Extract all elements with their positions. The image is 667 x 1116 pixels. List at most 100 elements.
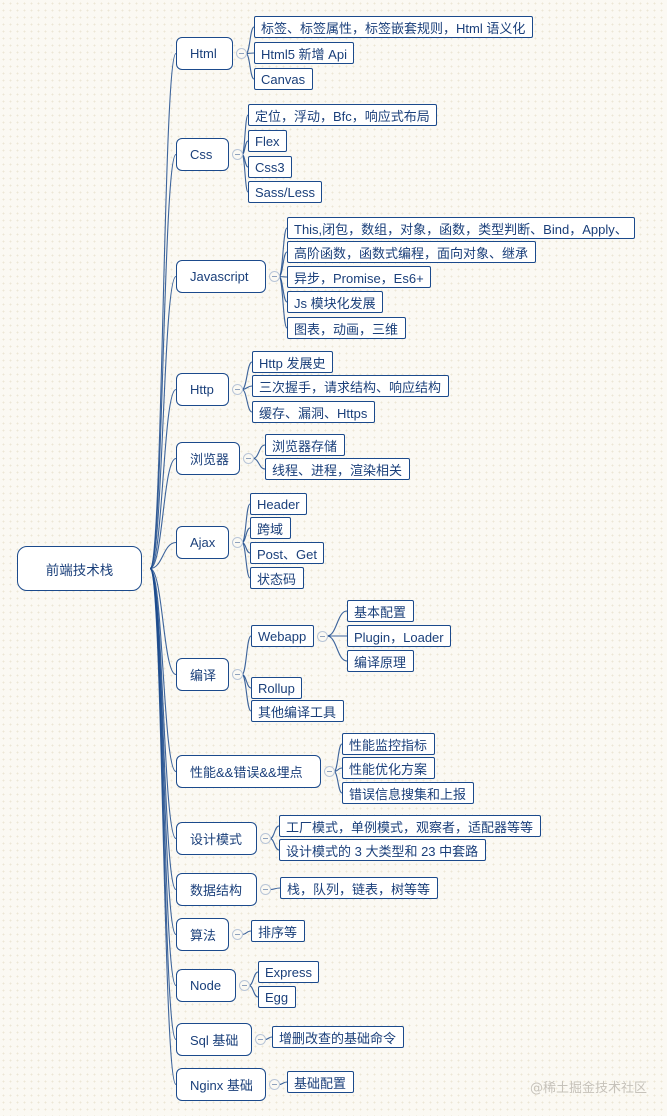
- branch-node[interactable]: Ajax: [176, 526, 229, 559]
- branch-node-label: Nginx 基础: [190, 1078, 253, 1093]
- leaf-node-label: Egg: [265, 989, 289, 1005]
- leaf-node[interactable]: Webapp: [251, 625, 314, 647]
- branch-node-label: 性能&&错误&&埋点: [190, 765, 303, 780]
- leaf-node[interactable]: Html5 新增 Api: [254, 42, 354, 64]
- leaf-node[interactable]: Plugin，Loader: [347, 625, 451, 647]
- collapse-toggle[interactable]: [231, 149, 243, 160]
- leaf-node[interactable]: 增删改查的基础命令: [272, 1026, 404, 1048]
- leaf-node-label: 状态码: [257, 571, 297, 587]
- branch-node[interactable]: Sql 基础: [176, 1023, 252, 1056]
- connector-line: [269, 887, 281, 891]
- branch-node-label: 数据结构: [190, 883, 243, 898]
- collapse-toggle[interactable]: [259, 833, 271, 844]
- leaf-node[interactable]: 三次握手，请求结构、响应结构: [252, 375, 449, 397]
- leaf-node[interactable]: Flex: [248, 130, 287, 152]
- leaf-node[interactable]: 状态码: [250, 567, 304, 589]
- leaf-node-label: Rollup: [258, 680, 295, 696]
- leaf-node[interactable]: Egg: [258, 986, 296, 1008]
- leaf-node[interactable]: 栈，队列，链表，树等等: [280, 877, 438, 899]
- connector-line: [149, 457, 177, 570]
- watermark: @稀土掘金技术社区: [529, 1081, 647, 1096]
- leaf-node[interactable]: 基础配置: [287, 1071, 354, 1093]
- leaf-node[interactable]: This,闭包，数组，对象，函数，类型判断、Bind，Apply、: [287, 217, 635, 239]
- leaf-node[interactable]: Post、Get: [250, 542, 324, 564]
- leaf-node[interactable]: 基本配置: [347, 600, 414, 622]
- collapse-toggle[interactable]: [268, 271, 280, 282]
- leaf-node[interactable]: Http 发展史: [252, 351, 333, 373]
- branch-node[interactable]: 算法: [176, 918, 229, 951]
- leaf-node[interactable]: 定位，浮动，Bfc，响应式布局: [248, 104, 437, 126]
- leaf-node-label: 浏览器存储: [272, 438, 338, 454]
- leaf-node[interactable]: 跨域: [250, 517, 291, 539]
- branch-node[interactable]: 数据结构: [176, 873, 257, 906]
- collapse-toggle[interactable]: [238, 980, 250, 991]
- connector-line: [252, 457, 266, 470]
- leaf-node[interactable]: 高阶函数，函数式编程，面向对象、继承: [287, 241, 536, 263]
- leaf-node[interactable]: 错误信息搜集和上报: [342, 782, 474, 804]
- collapse-toggle[interactable]: [231, 384, 243, 395]
- collapse-toggle[interactable]: [316, 630, 328, 642]
- collapse-toggle[interactable]: [323, 766, 335, 777]
- leaf-node[interactable]: 编译原理: [347, 650, 414, 672]
- branch-node[interactable]: Html: [176, 37, 233, 70]
- branch-node[interactable]: 编译: [176, 658, 229, 691]
- root-node-label: 前端技术栈: [45, 562, 114, 578]
- collapse-toggle[interactable]: [242, 453, 254, 464]
- connector-line: [248, 984, 259, 998]
- branch-node[interactable]: 性能&&错误&&埋点: [176, 755, 321, 788]
- leaf-node[interactable]: Canvas: [254, 68, 313, 90]
- leaf-node[interactable]: Express: [258, 961, 319, 983]
- leaf-node[interactable]: Header: [250, 493, 307, 515]
- leaf-node-label: 设计模式的 3 大类型和 23 中套路: [286, 843, 479, 859]
- leaf-node-label: 其他编译工具: [258, 704, 337, 720]
- branch-node[interactable]: Node: [176, 969, 236, 1002]
- leaf-node[interactable]: 标签、标签属性，标签嵌套规则，Html 语义化: [254, 16, 533, 38]
- collapse-toggle[interactable]: [235, 48, 247, 59]
- connector-line: [245, 52, 255, 80]
- root-node[interactable]: 前端技术栈: [17, 546, 142, 591]
- branch-node[interactable]: 设计模式: [176, 822, 257, 855]
- leaf-node[interactable]: 图表，动画，三维: [287, 317, 406, 339]
- leaf-node-label: 栈，队列，链表，树等等: [287, 881, 431, 897]
- collapse-toggle[interactable]: [231, 537, 243, 548]
- leaf-node[interactable]: 缓存、漏洞、Https: [252, 401, 375, 423]
- leaf-node[interactable]: Sass/Less: [248, 181, 322, 203]
- leaf-node[interactable]: 其他编译工具: [251, 700, 344, 722]
- branch-node-label: Node: [190, 978, 222, 993]
- leaf-node[interactable]: 工厂模式，单例模式，观察者，适配器等等: [279, 815, 541, 837]
- leaf-node-label: 定位，浮动，Bfc，响应式布局: [255, 108, 430, 124]
- leaf-node-label: Plugin，Loader: [354, 629, 444, 645]
- collapse-toggle[interactable]: [268, 1079, 280, 1090]
- connector-line: [241, 541, 251, 579]
- collapse-toggle[interactable]: [259, 884, 271, 895]
- leaf-node-label: Post、Get: [257, 546, 317, 562]
- leaf-node-label: 基本配置: [354, 604, 407, 620]
- branch-node[interactable]: Javascript: [176, 260, 266, 293]
- leaf-node[interactable]: Rollup: [251, 677, 302, 699]
- branch-node-label: 算法: [190, 928, 217, 943]
- collapse-toggle[interactable]: [231, 669, 243, 680]
- leaf-node-label: Webapp: [258, 628, 307, 644]
- leaf-node[interactable]: 浏览器存储: [265, 434, 345, 456]
- leaf-node[interactable]: Js 模块化发展: [287, 291, 383, 313]
- connector-line: [241, 527, 251, 544]
- collapse-toggle[interactable]: [254, 1034, 266, 1045]
- branch-node[interactable]: Nginx 基础: [176, 1068, 266, 1101]
- leaf-node[interactable]: 排序等: [251, 920, 305, 942]
- leaf-node[interactable]: 设计模式的 3 大类型和 23 中套路: [279, 839, 486, 861]
- branch-node-label: 浏览器: [190, 452, 230, 467]
- leaf-node[interactable]: 性能监控指标: [342, 733, 435, 755]
- branch-node-label: Css: [190, 147, 213, 162]
- leaf-node-label: 线程、进程，渲染相关: [272, 462, 403, 478]
- branch-node-label: Javascript: [190, 269, 249, 284]
- leaf-node[interactable]: 性能优化方案: [342, 757, 435, 779]
- leaf-node[interactable]: Css3: [248, 156, 292, 178]
- leaf-node[interactable]: 线程、进程，渲染相关: [265, 458, 410, 480]
- leaf-node-label: 高阶函数，函数式编程，面向对象、继承: [294, 245, 529, 261]
- branch-node[interactable]: 浏览器: [176, 442, 240, 475]
- leaf-node-label: Canvas: [261, 71, 306, 87]
- branch-node[interactable]: Http: [176, 373, 229, 406]
- leaf-node[interactable]: 异步，Promise，Es6+: [287, 266, 431, 288]
- branch-node[interactable]: Css: [176, 138, 229, 171]
- collapse-toggle[interactable]: [231, 929, 243, 940]
